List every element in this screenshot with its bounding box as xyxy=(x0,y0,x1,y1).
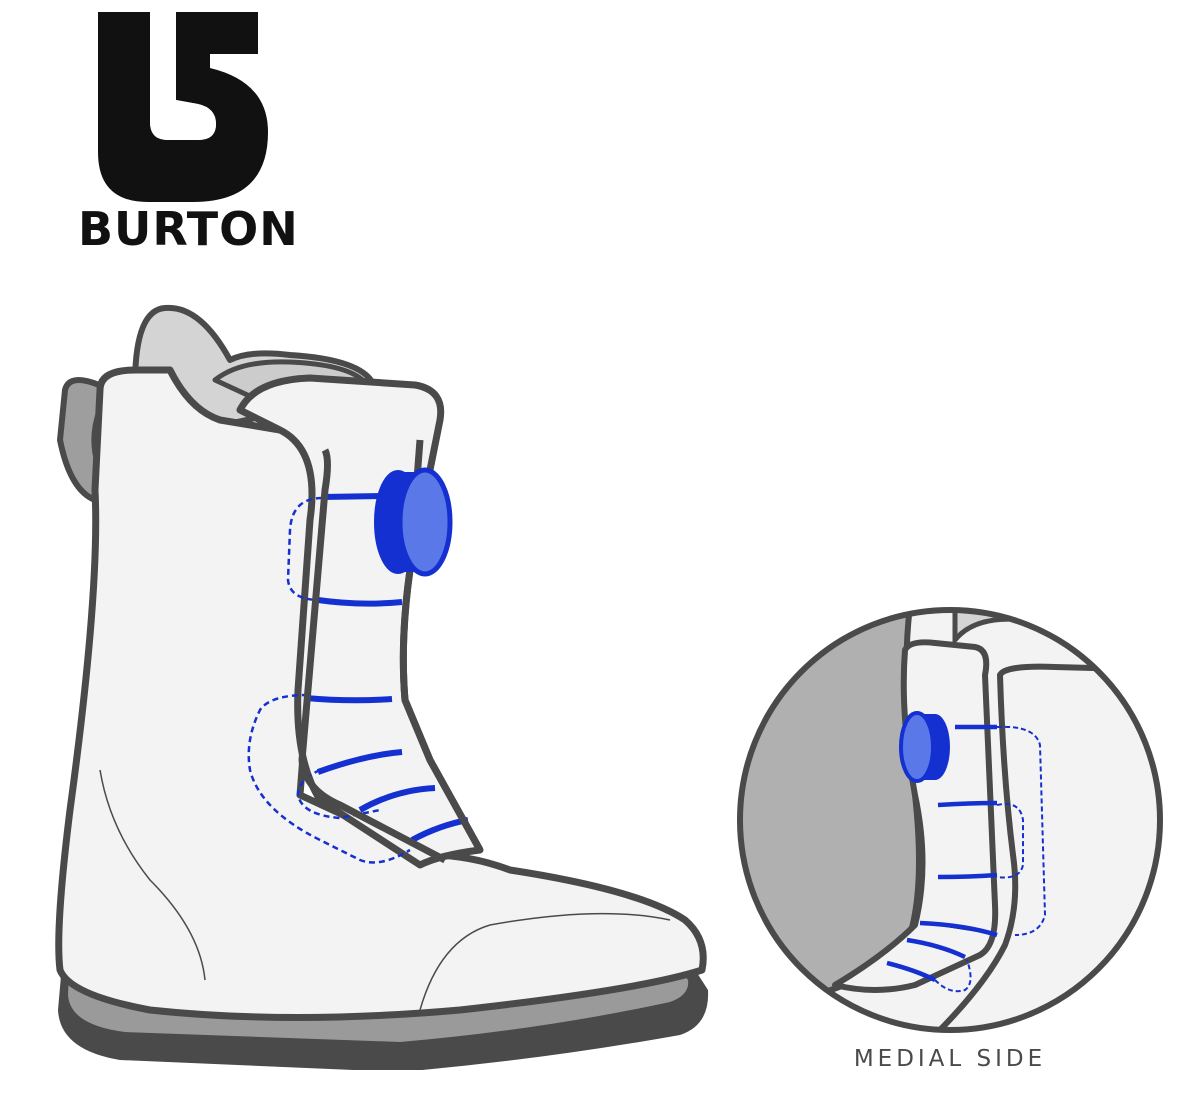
brand-wordmark: BURTON xyxy=(78,202,299,256)
lace-guide-lower xyxy=(247,693,411,864)
burton-logo: BURTON xyxy=(78,12,298,252)
lace-3 xyxy=(305,695,393,704)
lace-4 xyxy=(316,749,403,775)
boa-dial-icon xyxy=(374,467,453,577)
boa-dial-small-icon xyxy=(899,711,950,783)
lace-5 xyxy=(358,785,436,813)
lace-2 xyxy=(317,597,403,607)
medial-side-caption: MEDIAL SIDE xyxy=(853,1046,1047,1072)
burton-b-mark-icon xyxy=(98,12,268,202)
lace-1 xyxy=(321,493,386,500)
boot-illustration xyxy=(55,304,709,1070)
medial-side-detail xyxy=(737,607,1163,1033)
lace-guide-upper xyxy=(286,496,323,602)
